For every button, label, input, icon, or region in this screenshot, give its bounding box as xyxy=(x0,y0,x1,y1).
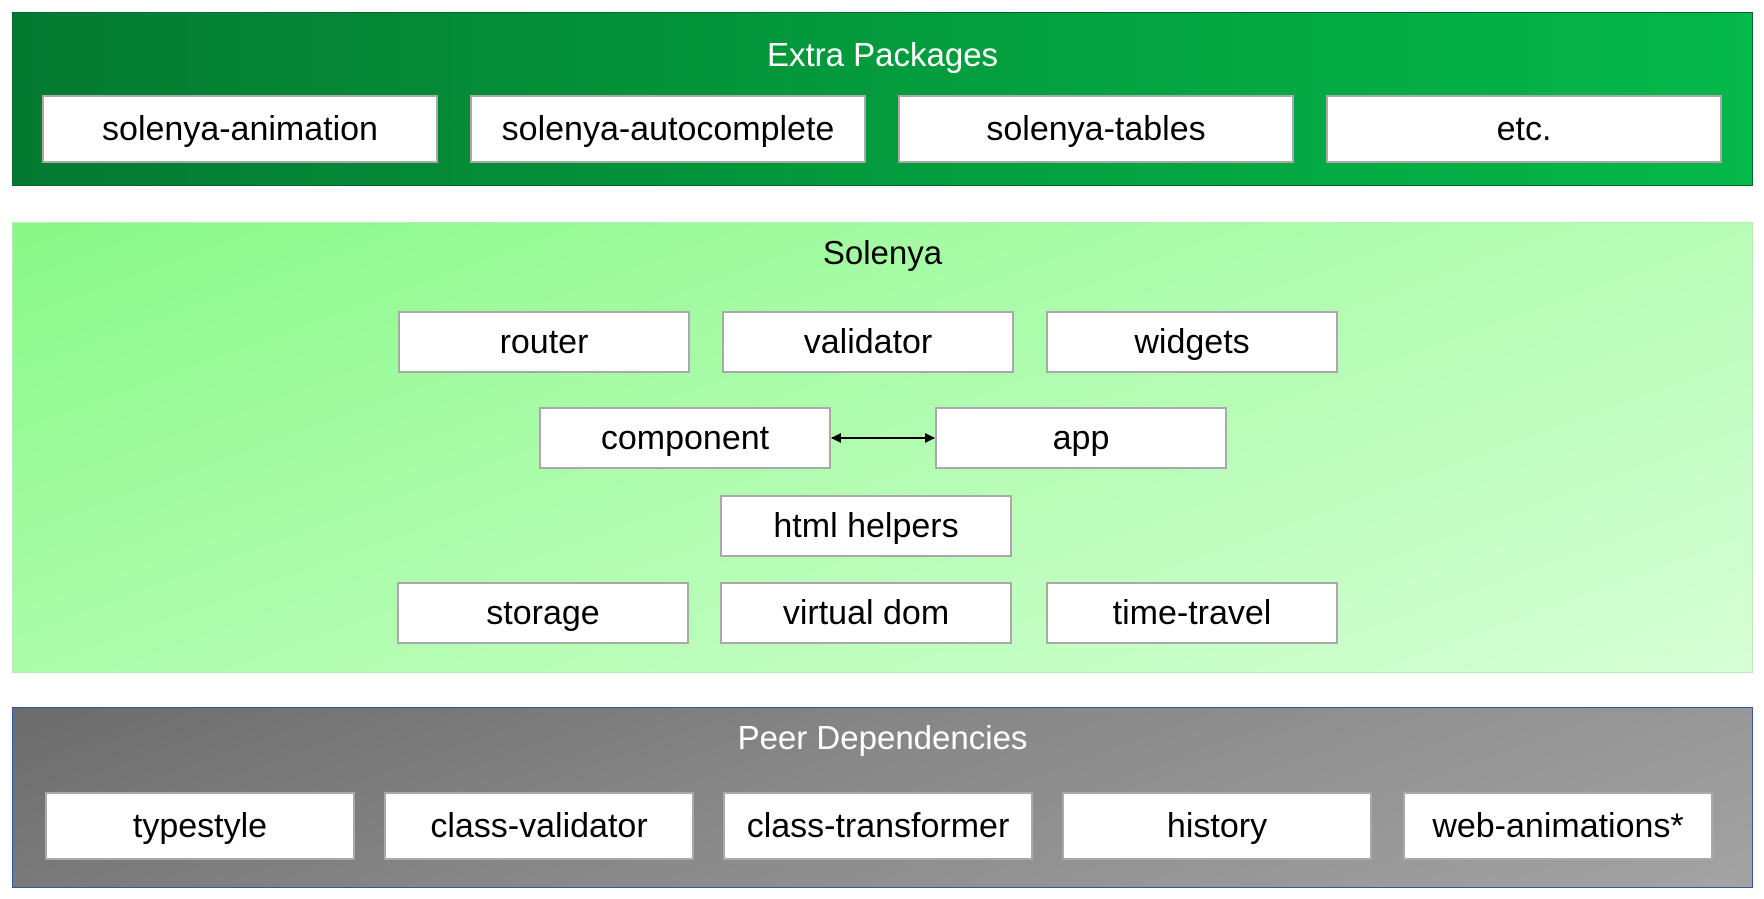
dependency-history: history xyxy=(1062,792,1372,860)
module-virtual-dom: virtual dom xyxy=(720,582,1012,644)
module-app: app xyxy=(935,407,1227,469)
dependency-class-validator: class-validator xyxy=(384,792,694,860)
package-solenya-tables: solenya-tables xyxy=(898,95,1294,163)
dependency-class-transformer: class-transformer xyxy=(723,792,1033,860)
dependency-typestyle: typestyle xyxy=(45,792,355,860)
module-widgets: widgets xyxy=(1046,311,1338,373)
module-router: router xyxy=(398,311,690,373)
module-component: component xyxy=(539,407,831,469)
module-time-travel: time-travel xyxy=(1046,582,1338,644)
dependency-web-animations: web-animations* xyxy=(1403,792,1713,860)
package-solenya-animation: solenya-animation xyxy=(42,95,438,163)
extra-packages-layer: Extra Packages solenya-animation solenya… xyxy=(12,12,1753,186)
solenya-title: Solenya xyxy=(822,234,943,271)
package-solenya-autocomplete: solenya-autocomplete xyxy=(470,95,866,163)
module-storage: storage xyxy=(397,582,689,644)
package-etc: etc. xyxy=(1326,95,1722,163)
module-validator: validator xyxy=(722,311,1014,373)
solenya-core-layer: Solenya router validator widgets compone… xyxy=(12,222,1753,673)
peer-dependencies-title: Peer Dependencies xyxy=(737,719,1028,756)
module-html-helpers: html helpers xyxy=(720,495,1012,557)
peer-dependencies-layer: Peer Dependencies typestyle class-valida… xyxy=(12,707,1753,888)
extra-packages-title: Extra Packages xyxy=(766,36,999,73)
